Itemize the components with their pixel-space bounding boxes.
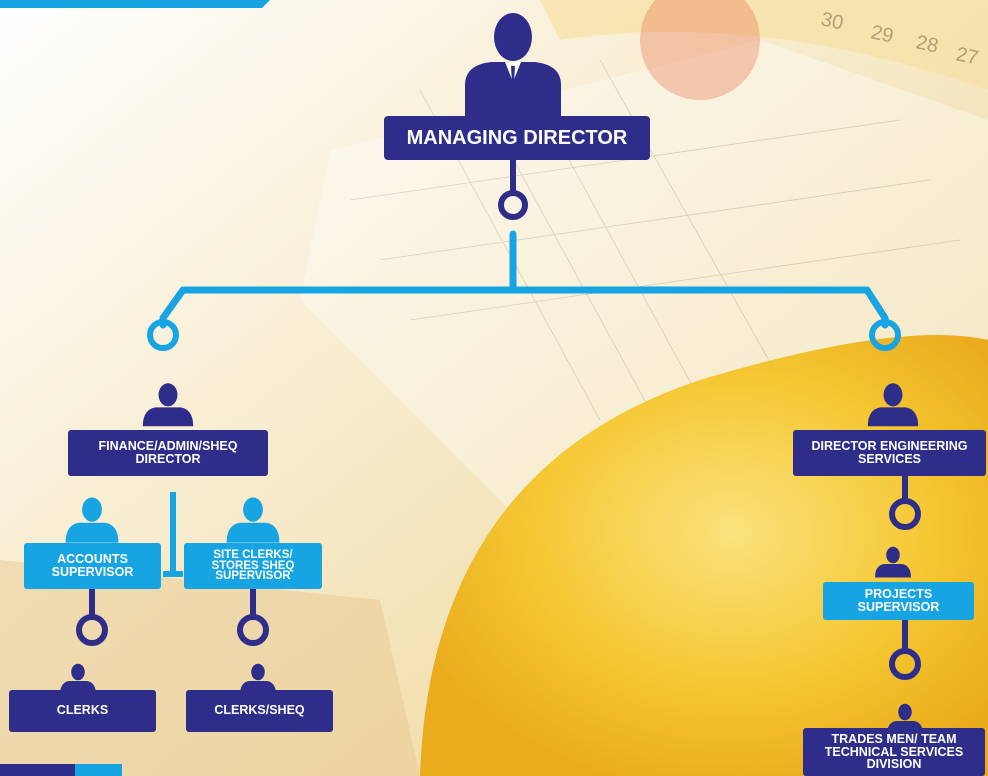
engineering-director-line2: SERVICES [858, 452, 921, 466]
managing-director-box: MANAGING DIRECTOR [384, 116, 650, 160]
trades-men-box: TRADES MEN/ TEAM TECHNICAL SERVICES DIVI… [803, 728, 985, 776]
ruler-number: 30 [819, 8, 845, 34]
finance-director-box: FINANCE/ADMIN/SHEQ DIRECTOR [68, 430, 268, 476]
site-clerks-line1: SITE CLERKS/ [213, 548, 293, 561]
site-clerks-line3: SUPERVISOR [215, 570, 291, 583]
site-clerks-supervisor-box: SITE CLERKS/ STORES SHEQ SUPERVISOR [184, 543, 322, 589]
ruler-numbers: 30 29 28 27 [819, 8, 980, 69]
accounts-supervisor-box: ACCOUNTS SUPERVISOR [24, 543, 161, 589]
clerks-label: CLERKS [56, 703, 109, 718]
ruler-number: 27 [954, 43, 980, 69]
tape-measure [640, 0, 760, 100]
finance-director-line1: FINANCE/ADMIN/SHEQ [98, 438, 238, 453]
ruler-number: 29 [869, 21, 895, 47]
tie [511, 66, 515, 100]
engineering-director-line1: DIRECTOR ENGINEERING [811, 438, 968, 453]
engineering-director-box: DIRECTOR ENGINEERING SERVICES [793, 430, 986, 476]
trades-men-line2: TECHNICAL SERVICES [824, 744, 964, 759]
dark-connector-lines [76, 160, 921, 680]
clerks-sheq-label: CLERKS/SHEQ [214, 703, 305, 718]
accounts-supervisor-line2: SUPERVISOR [51, 565, 134, 579]
site-clerks-line2: STORES SHEQ [211, 559, 295, 572]
trades-men-line1: TRADES MEN/ TEAM [831, 732, 957, 747]
trades-men-line3: DIVISION [866, 757, 922, 772]
clerks-sheq-box: CLERKS/SHEQ [186, 690, 333, 732]
ruler [540, 0, 988, 90]
finance-branch-lines [163, 492, 183, 577]
corner-accent-bottom-light [75, 764, 122, 776]
finance-director-line2: DIRECTOR [135, 452, 201, 466]
ruler-number: 28 [914, 31, 940, 57]
projects-supervisor-line2: SUPERVISOR [857, 600, 940, 614]
accounts-supervisor-line1: ACCOUNTS [57, 551, 128, 566]
connector-ring-icon [147, 319, 901, 351]
projects-supervisor-box: PROJECTS SUPERVISOR [823, 582, 974, 620]
projects-supervisor-line1: PROJECTS [864, 586, 933, 601]
clerks-box: CLERKS [9, 690, 156, 732]
corner-accent-bottom-dark [0, 764, 75, 776]
corner-accent-top [0, 0, 270, 8]
managing-director-label: MANAGING DIRECTOR [406, 126, 628, 149]
